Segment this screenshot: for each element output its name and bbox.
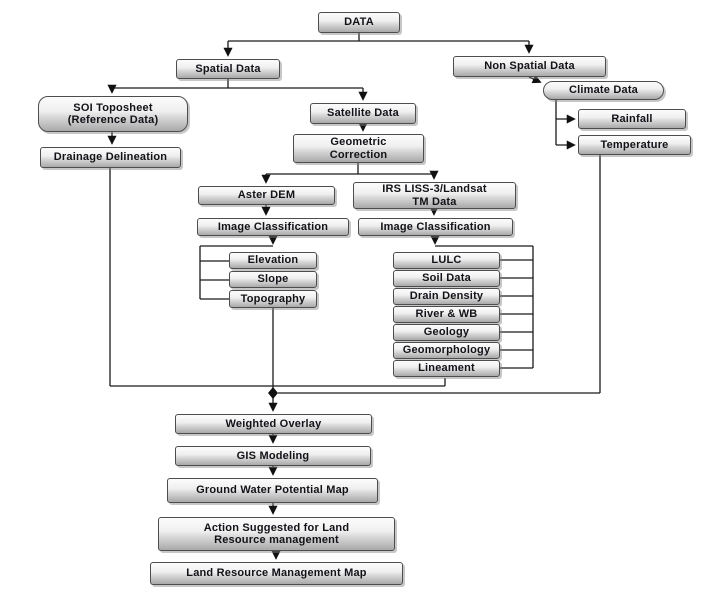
node-elevation-label: Elevation [247, 254, 299, 267]
node-geometric-correction-line2: Correction [329, 148, 388, 161]
node-aster-dem-label: Aster DEM [237, 189, 296, 202]
node-topography-label: Topography [240, 292, 306, 305]
node-lulc: LULC [393, 252, 500, 269]
node-climate-data: Climate Data [543, 81, 664, 100]
node-temperature-label: Temperature [600, 138, 669, 151]
node-image-classification-right-label: Image Classification [380, 220, 491, 233]
node-slope-label: Slope [257, 273, 289, 286]
node-rainfall-label: Rainfall [611, 112, 653, 125]
node-action-suggested-line1: Action Suggested for Land [203, 521, 350, 534]
node-drainage-delineation: Drainage Delineation [40, 147, 181, 168]
node-river-wb: River & WB [393, 306, 500, 323]
node-irs-liss-landsat-line2: TM Data [412, 195, 457, 208]
arrow-nonspatial-to-climate [528, 74, 542, 84]
node-elevation: Elevation [229, 252, 317, 269]
node-drain-density-label: Drain Density [409, 290, 484, 303]
node-spatial-data-label: Spatial Data [195, 62, 261, 75]
node-geometric-correction-line1: Geometric [330, 136, 387, 149]
node-drainage-delineation-label: Drainage Delineation [53, 151, 168, 164]
junction-diamond [268, 387, 278, 399]
node-image-classification-left: Image Classification [197, 218, 349, 236]
node-lineament-label: Lineament [418, 362, 475, 375]
node-action-suggested: Action Suggested for Land Resource manag… [158, 517, 395, 551]
node-slope: Slope [229, 271, 317, 288]
node-lulc-label: LULC [431, 254, 462, 267]
node-drain-density: Drain Density [393, 288, 500, 305]
node-geology-label: Geology [423, 326, 470, 339]
node-non-spatial-data-label: Non Spatial Data [484, 60, 575, 73]
node-geomorphology: Geomorphology [393, 342, 500, 359]
node-data-label: DATA [344, 16, 374, 29]
node-rainfall: Rainfall [578, 109, 686, 129]
node-topography: Topography [229, 290, 317, 308]
node-ground-water-potential-map-label: Ground Water Potential Map [196, 484, 349, 497]
node-data: DATA [318, 12, 400, 33]
node-non-spatial-data: Non Spatial Data [453, 56, 606, 77]
node-irs-liss-landsat: IRS LISS-3/Landsat TM Data [353, 182, 516, 209]
node-lineament: Lineament [393, 360, 500, 377]
node-satellite-data-label: Satellite Data [327, 107, 399, 120]
node-gis-modeling-label: GIS Modeling [236, 449, 310, 462]
node-soil-data-label: Soil Data [422, 272, 471, 285]
node-soi-toposheet-line2: (Reference Data) [67, 114, 159, 126]
node-geology: Geology [393, 324, 500, 341]
node-weighted-overlay-label: Weighted Overlay [225, 417, 322, 430]
node-satellite-data: Satellite Data [310, 103, 416, 124]
node-action-suggested-line2: Resource management [214, 534, 339, 546]
node-irs-liss-landsat-line1: IRS LISS-3/Landsat [382, 183, 487, 196]
node-temperature: Temperature [578, 135, 691, 155]
node-gis-modeling: GIS Modeling [175, 446, 371, 466]
node-land-resource-management-map-label: Land Resource Management Map [186, 567, 367, 580]
node-soi-toposheet: SOI Toposheet (Reference Data) [38, 96, 188, 132]
node-soi-toposheet-line1: SOI Toposheet [73, 101, 153, 114]
node-climate-data-label: Climate Data [568, 84, 639, 97]
node-weighted-overlay: Weighted Overlay [175, 414, 372, 434]
node-soil-data: Soil Data [393, 270, 500, 287]
node-geomorphology-label: Geomorphology [402, 344, 491, 357]
node-ground-water-potential-map: Ground Water Potential Map [167, 478, 378, 503]
node-geometric-correction: Geometric Correction [293, 134, 424, 163]
node-spatial-data: Spatial Data [176, 59, 280, 79]
node-image-classification-right: Image Classification [358, 218, 513, 236]
connector-trunks [109, 33, 601, 394]
node-land-resource-management-map: Land Resource Management Map [150, 562, 403, 585]
node-aster-dem: Aster DEM [198, 186, 335, 205]
node-image-classification-left-label: Image Classification [217, 220, 329, 233]
node-river-wb-label: River & WB [415, 308, 478, 321]
